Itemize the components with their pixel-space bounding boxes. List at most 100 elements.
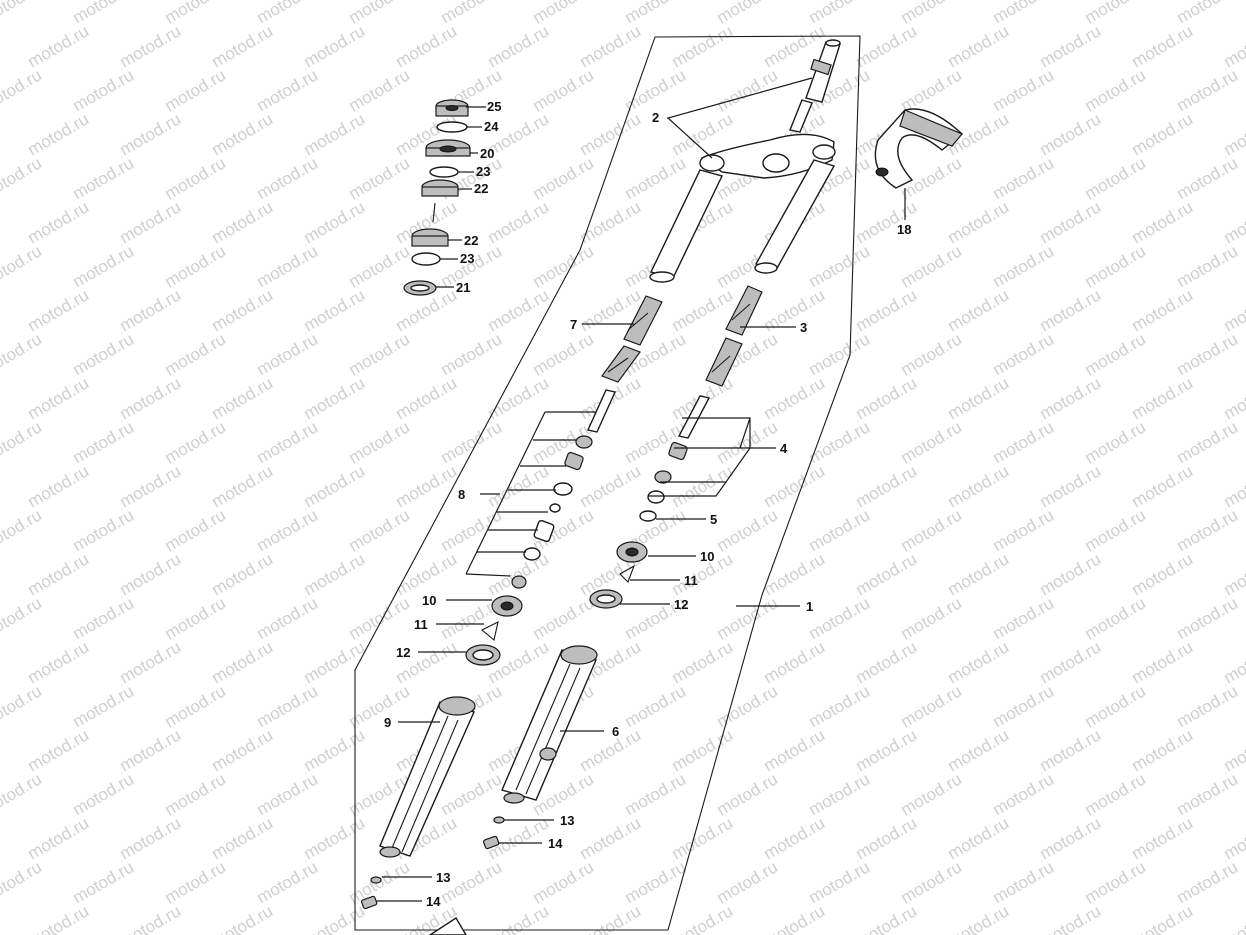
- watermark-text: motod.ru: [990, 329, 1058, 379]
- watermark-text: motod.ru: [485, 285, 553, 335]
- part-11-right: [619, 564, 636, 583]
- watermark-text: motod.ru: [853, 725, 921, 775]
- watermark-text: motod.ru: [1082, 593, 1150, 643]
- watermark-text: motod.ru: [1037, 109, 1105, 159]
- watermark-text: motod.ru: [254, 241, 322, 291]
- part-6-slider-top: [560, 645, 598, 665]
- watermark-text: motod.ru: [0, 769, 45, 819]
- watermark-text: motod.ru: [301, 637, 369, 687]
- watermark-text: motod.ru: [301, 21, 369, 71]
- watermark-text: motod.ru: [1221, 285, 1246, 335]
- part-22-cone-lower-body: [411, 235, 449, 247]
- callout-12-left: 12: [396, 645, 410, 660]
- watermark-text: motod.ru: [162, 593, 230, 643]
- watermark-text: motod.ru: [25, 637, 93, 687]
- watermark-text: motod.ru: [1082, 65, 1150, 115]
- watermark-text: motod.ru: [990, 417, 1058, 467]
- watermark-text: motod.ru: [990, 241, 1058, 291]
- callout-1: 1: [806, 599, 813, 614]
- part-3-coil-1: [731, 303, 751, 321]
- watermark-text: motod.ru: [346, 65, 414, 115]
- watermark-text: motod.ru: [485, 373, 553, 423]
- part-10-left-hole: [500, 601, 514, 611]
- watermark-text: motod.ru: [254, 857, 322, 907]
- part-23-bearing-upper: [429, 166, 459, 178]
- part-6-rib-1: [515, 663, 571, 791]
- watermark-text: motod.ru: [530, 329, 598, 379]
- watermark-text: motod.ru: [577, 813, 645, 863]
- part-9-rib-1: [391, 715, 449, 849]
- watermark-text: motod.ru: [806, 769, 874, 819]
- left-damper-rod: [587, 389, 616, 433]
- watermark-text: motod.ru: [0, 857, 45, 907]
- watermark-text: motod.ru: [393, 373, 461, 423]
- part-6-right-slider: [501, 645, 598, 804]
- watermark-text: motod.ru: [761, 637, 829, 687]
- watermark-text: motod.ru: [0, 241, 45, 291]
- leader-lines: [376, 77, 906, 902]
- part-18-cover: [874, 108, 964, 189]
- watermark-text: motod.ru: [577, 197, 645, 247]
- part-20-race-hole: [439, 145, 457, 153]
- watermark-text: motod.ru: [117, 461, 185, 511]
- watermark-text: motod.ru: [898, 593, 966, 643]
- watermark-text: motod.ru: [0, 153, 45, 203]
- callout-11-right: 11: [684, 573, 698, 588]
- watermark-text: motod.ru: [162, 769, 230, 819]
- watermark-text: motod.ru: [301, 813, 369, 863]
- watermark-text: motod.ru: [0, 329, 45, 379]
- watermark-text: motod.ru: [898, 505, 966, 555]
- part-6-boss: [539, 747, 557, 761]
- watermark-text: motod.ru: [853, 285, 921, 335]
- watermark-text: motod.ru: [1037, 549, 1105, 599]
- watermark-text: motod.ru: [25, 813, 93, 863]
- watermark-text: motod.ru: [577, 109, 645, 159]
- watermark-text: motod.ru: [945, 285, 1013, 335]
- watermark-text: motod.ru: [1082, 505, 1150, 555]
- part-12-right-hole: [596, 594, 616, 604]
- watermark-text: motod.ru: [209, 285, 277, 335]
- watermark-text: motod.ru: [209, 637, 277, 687]
- watermark-text: motod.ru: [117, 21, 185, 71]
- watermark-text: motod.ru: [1174, 241, 1242, 291]
- callout-11-left: 11: [414, 617, 428, 632]
- watermark-text: motod.ru: [393, 549, 461, 599]
- watermark-text: motod.ru: [622, 65, 690, 115]
- callout-14-left: 14: [426, 894, 441, 909]
- watermark-text: motod.ru: [162, 417, 230, 467]
- steering-stem-band: [810, 58, 832, 76]
- watermark-text: motod.ru: [301, 109, 369, 159]
- watermark-text: motod.ru: [1221, 21, 1246, 71]
- watermark-text: motod.ru: [254, 505, 322, 555]
- watermark-text: motod.ru: [577, 21, 645, 71]
- watermark-text: motod.ru: [945, 21, 1013, 71]
- watermark-text: motod.ru: [117, 285, 185, 335]
- watermark-text: motod.ru: [1129, 373, 1197, 423]
- watermark-text: motod.ru: [714, 593, 782, 643]
- watermark-text: motod.ru: [25, 549, 93, 599]
- watermark-text: motod.ru: [669, 461, 737, 511]
- watermark-text: motod.ru: [1221, 725, 1246, 775]
- watermark-text: motod.ru: [1037, 813, 1105, 863]
- watermark-text: motod.ru: [806, 505, 874, 555]
- callout-8: 8: [458, 487, 465, 502]
- watermark-text: motod.ru: [209, 549, 277, 599]
- part-8-cylinder: [533, 519, 555, 543]
- watermark-text: motod.ru: [209, 901, 277, 935]
- left-fork-tube-end: [649, 271, 675, 283]
- watermark-text: motod.ru: [898, 65, 966, 115]
- watermark-text: motod.ru: [945, 813, 1013, 863]
- watermark-text: motod.ru: [1174, 329, 1242, 379]
- watermark-text: motod.ru: [898, 857, 966, 907]
- part-4-group: [647, 441, 688, 504]
- watermark-text: motod.ru: [0, 417, 45, 467]
- watermark-text: motod.ru: [853, 461, 921, 511]
- watermark-text: motod.ru: [669, 901, 737, 935]
- part-10-right-hole: [625, 547, 639, 557]
- watermark-text: motod.ru: [0, 593, 45, 643]
- part-4-ring-1: [654, 470, 672, 484]
- watermark-text: motod.ru: [853, 373, 921, 423]
- watermark-text: motod.ru: [1221, 109, 1246, 159]
- spring-right: [705, 285, 763, 387]
